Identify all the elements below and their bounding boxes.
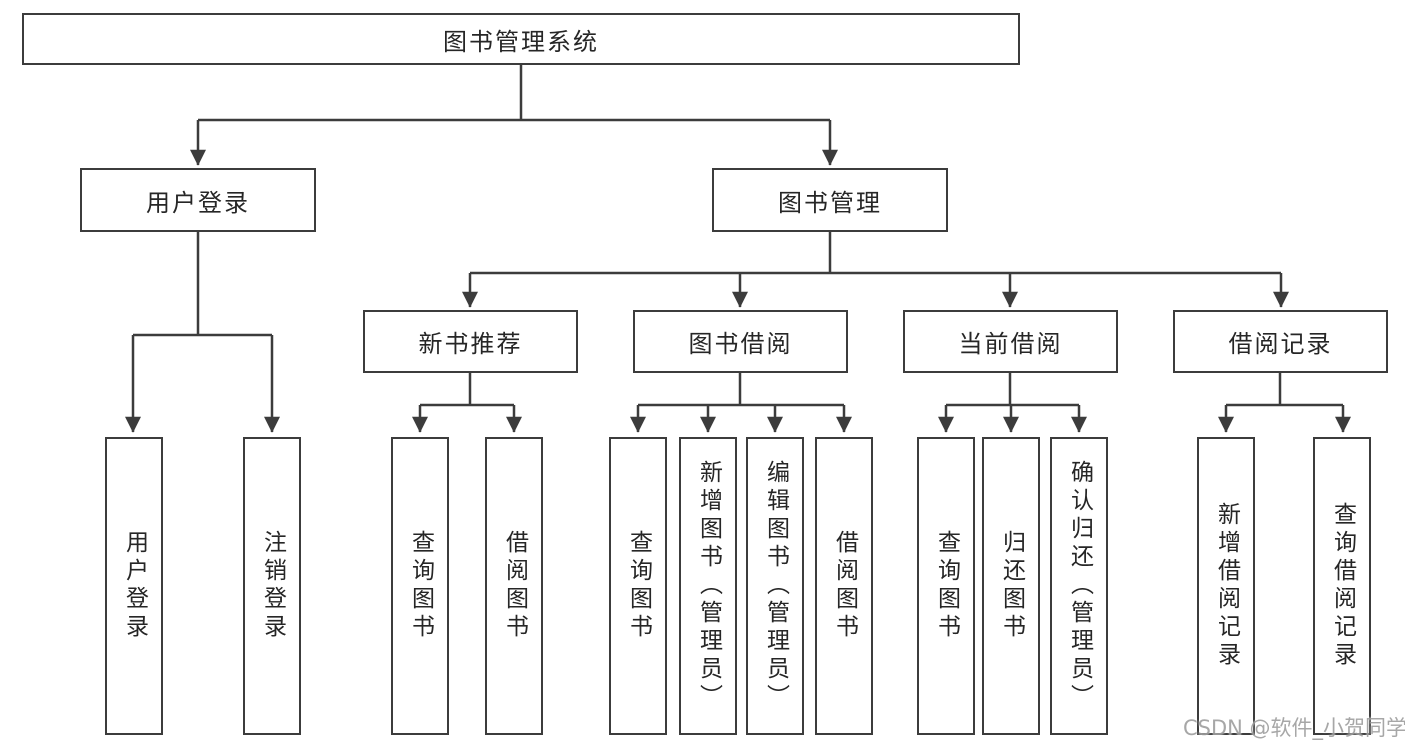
- node-new-book-recommendation: 新书推荐: [363, 310, 578, 373]
- leaf-label: 查询图书: [407, 530, 434, 642]
- leaf-label: 借阅图书: [501, 530, 528, 642]
- node-user-login: 用户登录: [80, 168, 316, 232]
- node-book-management: 图书管理: [712, 168, 948, 232]
- leaf-user-login: 用户登录: [105, 437, 163, 735]
- leaf-label: 查询图书: [625, 530, 652, 642]
- leaf-label: 编辑图书（管理员）: [762, 460, 789, 712]
- leaf-logout: 注销登录: [243, 437, 301, 735]
- leaf-add-borrow-record: 新增借阅记录: [1197, 437, 1255, 735]
- leaf-label: 查询借阅记录: [1329, 502, 1356, 670]
- leaf-label: 新增借阅记录: [1213, 502, 1240, 670]
- leaf-edit-books-admin: 编辑图书（管理员）: [746, 437, 804, 735]
- leaf-label: 用户登录: [121, 530, 148, 642]
- node-book-borrowing: 图书借阅: [633, 310, 848, 373]
- leaf-label: 注销登录: [259, 530, 286, 642]
- leaf-query-books-current: 查询图书: [917, 437, 975, 735]
- leaf-query-books-newbook: 查询图书: [391, 437, 449, 735]
- leaf-confirm-return-admin: 确认归还（管理员）: [1050, 437, 1108, 735]
- leaf-borrow-books-newbook: 借阅图书: [485, 437, 543, 735]
- leaf-query-books-borrowing: 查询图书: [609, 437, 667, 735]
- leaf-label: 借阅图书: [831, 530, 858, 642]
- leaf-label: 归还图书: [998, 530, 1025, 642]
- leaf-return-books: 归还图书: [982, 437, 1040, 735]
- leaf-add-books-admin: 新增图书（管理员）: [679, 437, 737, 735]
- leaf-query-borrow-record: 查询借阅记录: [1313, 437, 1371, 735]
- node-library-management-system: 图书管理系统: [22, 13, 1020, 65]
- node-current-borrowing: 当前借阅: [903, 310, 1118, 373]
- csdn-watermark: CSDN @软件_小贺同学: [1183, 716, 1405, 740]
- node-borrowing-records: 借阅记录: [1173, 310, 1388, 373]
- leaf-borrow-books-borrowing: 借阅图书: [815, 437, 873, 735]
- leaf-label: 新增图书（管理员）: [695, 460, 722, 712]
- leaf-label: 确认归还（管理员）: [1066, 460, 1093, 712]
- leaf-label: 查询图书: [933, 530, 960, 642]
